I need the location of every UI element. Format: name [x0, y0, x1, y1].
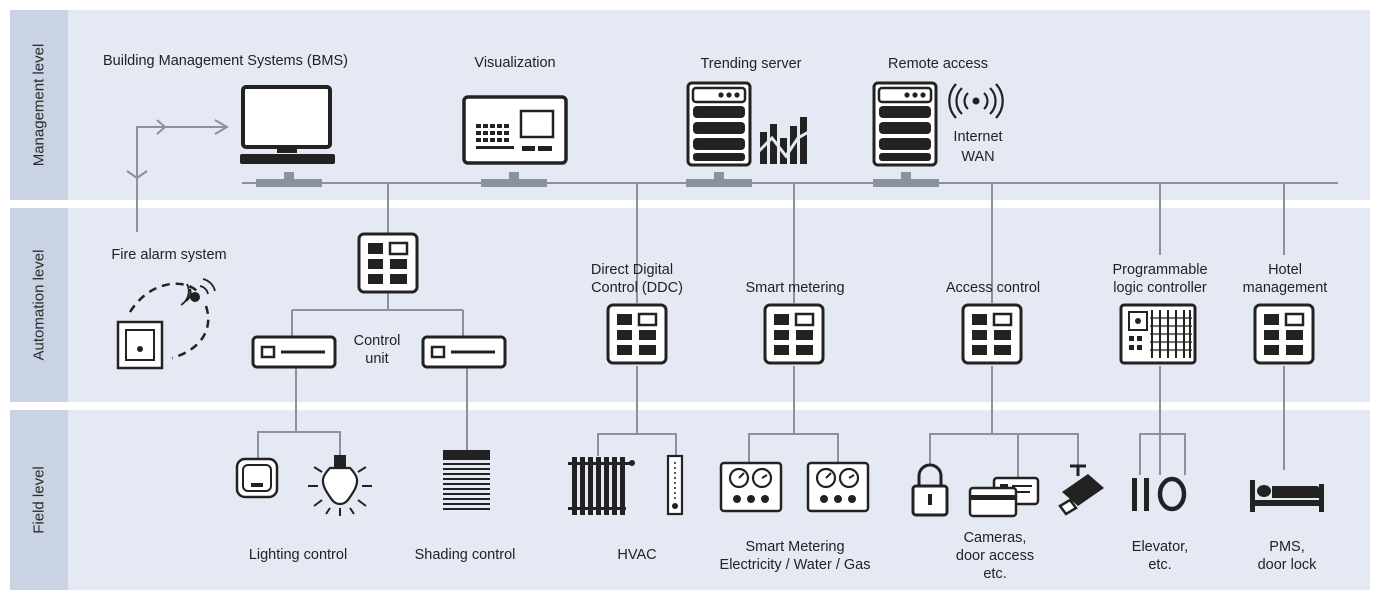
ddc-label-2: Control (DDC): [591, 280, 683, 296]
pms-label: PMS,: [1269, 539, 1305, 555]
elevator-icon: [1132, 476, 1187, 512]
fire-alarm-label: Fire alarm system: [111, 247, 227, 263]
trending-server-icon: [686, 81, 752, 167]
automation-level-label: Automation level: [10, 208, 68, 402]
padlock-icon: [911, 463, 949, 517]
meter-icon: [719, 461, 783, 513]
metering-controller-icon: [763, 303, 825, 365]
ddc-label: Direct Digital: [590, 262, 674, 278]
wireless-signal-icon: [948, 83, 1004, 119]
control-unit-label: Control: [353, 333, 401, 349]
field-level-label: Field level: [10, 410, 68, 590]
ddc-controller-icon: [606, 303, 668, 365]
hvac-label: HVAC: [617, 547, 657, 563]
plc-label: Programmable: [1112, 262, 1208, 278]
main-controller-icon: [357, 232, 419, 294]
radiator-icon: [568, 457, 635, 515]
meter-icon: [806, 461, 870, 513]
meter-label: Smart Metering: [745, 539, 845, 555]
cameras-label-2: door access: [955, 548, 1035, 564]
access-card-icon: [968, 476, 1040, 518]
plc-icon: [1119, 303, 1197, 365]
control-unit-label-2: unit: [365, 351, 389, 367]
remote-access-label: Remote access: [888, 56, 988, 72]
thermostat-icon: [666, 454, 684, 516]
plc-label-2: logic controller: [1113, 280, 1207, 296]
bms-label: Building Management Systems (BMS): [103, 53, 348, 69]
pms-label-2: door lock: [1257, 557, 1317, 573]
visualization-label: Visualization: [474, 55, 556, 71]
elevator-label: Elevator,: [1131, 539, 1189, 555]
control-unit-icon: [251, 335, 337, 369]
hotel-label: Hotel: [1268, 262, 1302, 278]
light-bulb-icon: [308, 455, 372, 516]
display-panel-icon: [462, 95, 568, 165]
lighting-control-label: Lighting control: [248, 547, 348, 563]
meter-label-2: Electricity / Water / Gas: [719, 557, 871, 573]
security-camera-icon: [1058, 464, 1104, 516]
wan-label: WAN: [961, 149, 995, 165]
shading-blind-icon: [443, 450, 490, 510]
access-controller-icon: [961, 303, 1023, 365]
wall-switch-icon: [235, 457, 279, 499]
shading-control-label: Shading control: [414, 547, 516, 563]
field-band: Field level: [10, 410, 1370, 590]
smart-metering-label: Smart metering: [745, 280, 845, 296]
elevator-label-2: etc.: [1148, 557, 1172, 573]
bus-connectors: [256, 172, 939, 187]
hotel-controller-icon: [1253, 303, 1315, 365]
cameras-label: Cameras,: [963, 530, 1027, 546]
hotel-label-2: management: [1242, 280, 1328, 296]
remote-server-icon: [872, 81, 938, 167]
computer-icon: [240, 85, 335, 164]
trending-server-label: Trending server: [700, 56, 802, 72]
access-control-label: Access control: [945, 280, 1041, 296]
bed-icon: [1250, 480, 1324, 512]
internet-label: Internet: [953, 129, 1003, 145]
cameras-label-3: etc.: [983, 566, 1007, 582]
control-unit-icon: [421, 335, 507, 369]
bar-chart-icon: [756, 117, 813, 164]
fire-alarm-icon: [116, 278, 216, 370]
connection-lines: [126, 119, 1338, 478]
management-level-label: Management level: [10, 10, 68, 200]
